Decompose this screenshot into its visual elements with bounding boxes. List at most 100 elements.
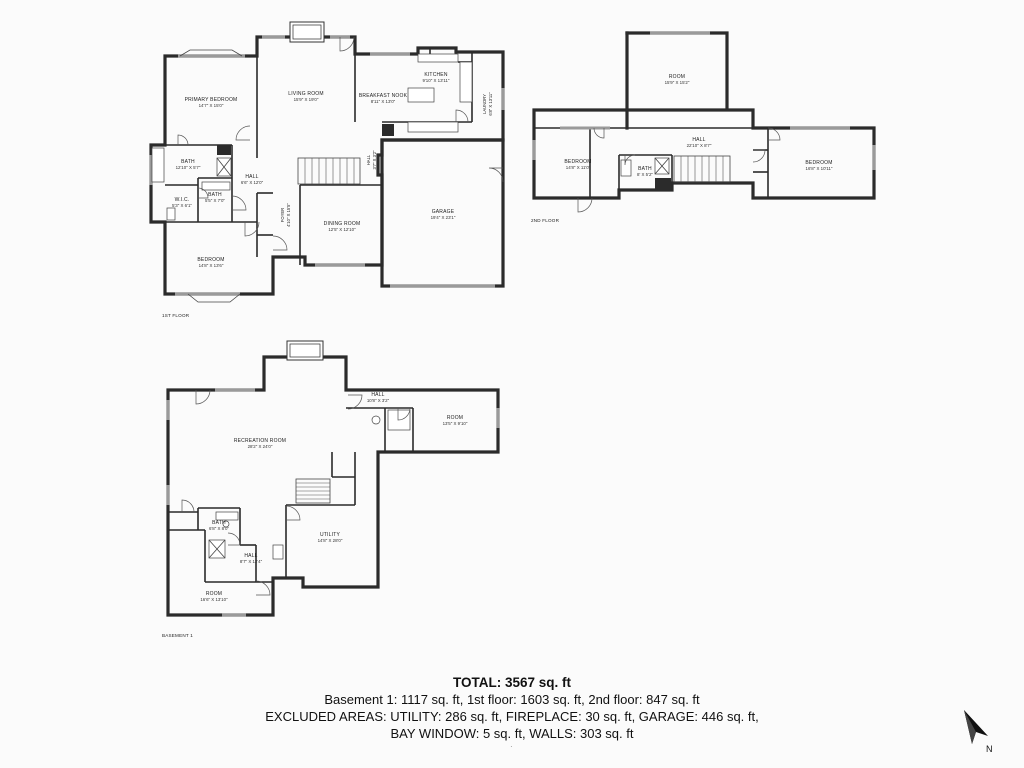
second-floor-column: [655, 178, 671, 189]
dim-laundry: 6'8" X 13'11": [488, 92, 493, 116]
dim-kitchen: 9'10" X 13'11": [423, 78, 450, 83]
label-basement-room2: ROOM: [206, 591, 222, 597]
label-bath: BATH: [181, 159, 195, 165]
dim-garage: 19'4" X 23'1": [431, 215, 456, 220]
label-basement-hall: HALL: [371, 392, 384, 398]
floor-plan: PRIMARY BEDROOM 14'7" X 15'0" LIVING ROO…: [149, 21, 876, 638]
dim-primary-bedroom: 14'7" X 15'0": [199, 103, 224, 108]
dim-2nd-bath: 8' X 5'2": [637, 172, 653, 177]
label-breakfast-nook: BREAKFAST NOOK: [359, 93, 408, 99]
dim-dining-room: 12'5" X 12'10": [328, 227, 356, 232]
label-hall2: HALL: [366, 154, 371, 165]
wic-shelf: [166, 207, 176, 221]
dim-basement-room2: 16'6" X 13'10": [200, 597, 228, 602]
basement-windows: [166, 388, 500, 617]
first-floor-doors: [177, 36, 504, 251]
dim-foyer: 4'10" X 15'5": [286, 203, 291, 227]
basement-interior-walls: [168, 407, 414, 583]
label-wic: W.I.C.: [175, 197, 190, 203]
dim-utility: 14'8" X 28'0": [318, 538, 343, 543]
dim-basement-room: 13'5" X 9'10": [443, 421, 468, 426]
basement-bath-vanity: [215, 511, 239, 521]
bedroom-bay-window: [187, 293, 241, 303]
primary-bedroom-bay-window: [179, 49, 243, 57]
basement-fireplace-hearth: [289, 343, 321, 358]
label-basement-room: ROOM: [447, 415, 463, 421]
total-area: TOTAL: 3567 sq. ft: [452, 675, 572, 690]
second-floor-outer-wall: [532, 31, 876, 200]
bath2-vanity: [201, 181, 231, 191]
dim-recreation-room: 28'2" X 24'0": [248, 444, 273, 449]
label-primary-bedroom: PRIMARY BEDROOM: [185, 97, 238, 103]
label-basement-hall2: HALL: [244, 553, 257, 559]
label-bath2: BATH: [208, 192, 222, 198]
label-foyer: FOYER: [280, 208, 285, 222]
second-floor-doors: [577, 127, 781, 213]
label-2nd-bedroom-right: BEDROOM: [805, 160, 832, 166]
nook-counter: [407, 121, 459, 133]
dim-2nd-hall: 22'10" X 8'7": [687, 143, 712, 148]
water-heater: [371, 415, 381, 425]
label-foyer-group: FOYER 4'10" X 15'5": [280, 203, 291, 227]
dim-2nd-bedroom-right: 16'8" X 10'11": [806, 166, 833, 171]
basement-toilet: [222, 520, 230, 528]
basement-doors: [181, 389, 411, 596]
fireplace-hearth: [292, 24, 322, 40]
dim-hall: 6'6" X 12'0": [241, 180, 264, 185]
floor-label-basement: BASEMENT 1: [162, 633, 193, 638]
structural-column: [382, 124, 394, 136]
second-floor-windows: [532, 31, 876, 170]
label-2nd-bath: BATH: [638, 166, 652, 172]
living-room-fireplace: [289, 21, 325, 43]
dim-hall2: 3'7" X 3'2": [372, 150, 377, 170]
first-floor-stairs: [297, 157, 361, 185]
dim-2nd-room: 15'9" X 15'2": [665, 80, 690, 85]
bath-column: [217, 145, 231, 155]
kitchen-counter: [459, 61, 473, 103]
basement-stairs: [295, 478, 331, 504]
basement: RECREATION ROOM 28'2" X 24'0" HALL 10'8"…: [162, 340, 500, 638]
excluded-areas-cont: BAY WINDOW: 5 sq. ft, WALLS: 303 sq. ft: [390, 726, 634, 741]
dim-wic: 5'3" X 6'1": [172, 203, 192, 208]
kitchen-counter-top: [417, 53, 459, 63]
dim-bath2: 5'5" X 7'0": [205, 198, 225, 203]
floor-label-2nd: 2ND FLOOR: [531, 218, 560, 223]
label-utility: UTILITY: [320, 532, 340, 538]
separator-dot: ·: [510, 742, 513, 751]
label-living-room: LIVING ROOM: [288, 91, 324, 97]
second-floor: ROOM 15'9" X 15'2" HALL 22'10" X 8'7" BE…: [531, 31, 876, 223]
label-laundry-group: LAUNDRY 6'8" X 13'11": [482, 92, 493, 116]
label-garage: GARAGE: [432, 209, 455, 215]
dim-basement-hall2: 8'7" X 12'4": [240, 559, 263, 564]
first-floor: PRIMARY BEDROOM 14'7" X 15'0" LIVING ROO…: [149, 21, 505, 318]
label-2nd-hall: HALL: [692, 137, 705, 143]
label-hall2-group: HALL 3'7" X 3'2": [366, 150, 377, 170]
floor-label-1st: 1ST FLOOR: [162, 313, 190, 318]
label-laundry: LAUNDRY: [482, 94, 487, 114]
first-floor-outer-wall: [149, 35, 505, 296]
dim-bath: 12'10" X 5'7": [176, 165, 201, 170]
dim-bedroom: 14'8" X 13'6": [199, 263, 224, 268]
area-summary: TOTAL: 3567 sq. ft Basement 1: 1117 sq. …: [0, 674, 1024, 742]
dim-living-room: 15'9" X 19'0": [294, 97, 319, 102]
north-label: N: [986, 744, 993, 754]
label-hall: HALL: [245, 174, 258, 180]
dim-basement-bath: 6'8" X 8'0": [209, 526, 229, 531]
basement-outer-wall: [166, 355, 500, 617]
kitchen-island: [407, 87, 435, 103]
dim-basement-hall: 10'8" X 3'2": [367, 398, 390, 403]
label-basement-bath: BATH: [212, 520, 226, 526]
floor-areas: Basement 1: 1117 sq. ft, 1st floor: 1603…: [324, 692, 700, 707]
basement-fireplace: [286, 340, 324, 361]
label-kitchen: KITCHEN: [424, 72, 448, 78]
second-bath-vanity: [620, 159, 632, 177]
dim-breakfast-nook: 8'11" X 13'0": [371, 99, 396, 104]
first-floor-windows: [149, 35, 505, 296]
label-dining-room: DINING ROOM: [324, 221, 361, 227]
north-arrow-icon: N: [964, 710, 993, 754]
label-2nd-bedroom-left: BEDROOM: [564, 159, 591, 165]
label-2nd-room: ROOM: [669, 74, 685, 80]
second-floor-stairs: [673, 155, 731, 183]
garage-wall: [380, 138, 505, 288]
dim-2nd-bedroom-left: 14'8" X 11'0": [566, 165, 591, 170]
